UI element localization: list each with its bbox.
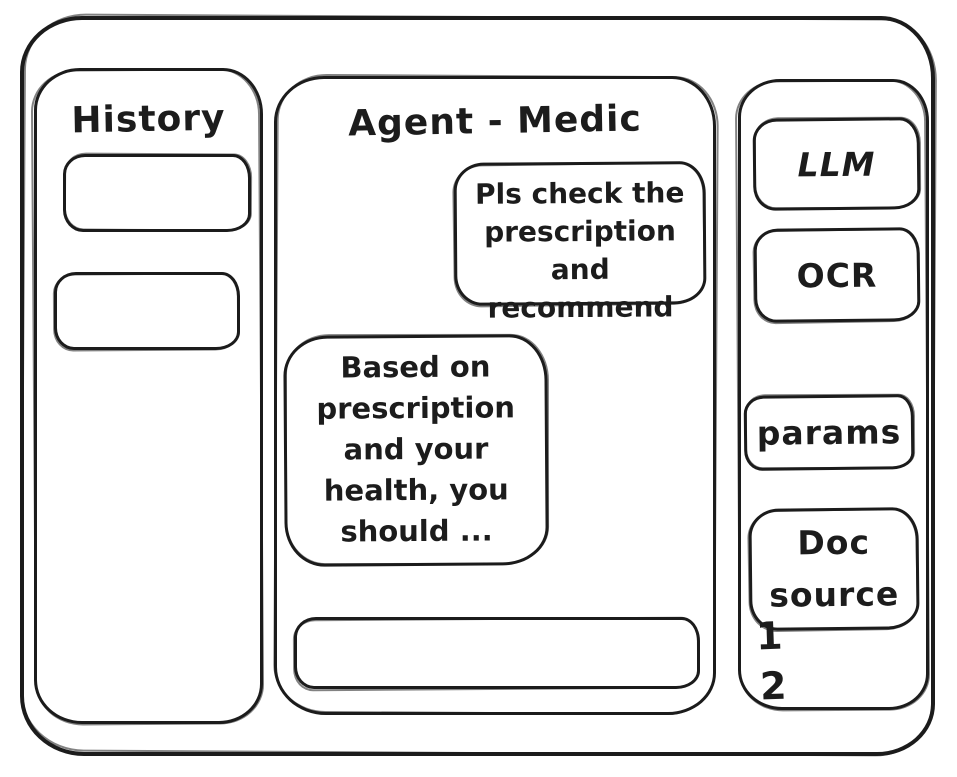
ocr-button[interactable]: OCR (753, 227, 921, 323)
user-message-bubble: Pls check the prescription and recommend (453, 161, 707, 325)
history-title: History (71, 97, 226, 142)
message-input[interactable] (294, 617, 700, 689)
params-button[interactable]: params (743, 394, 915, 471)
app-frame: History Agent - Medic Pls check the pres… (20, 16, 935, 756)
history-item[interactable] (54, 272, 240, 350)
tools-panel: LLM OCR params Doc source 1 2 (738, 79, 929, 710)
agent-message-bubble: Based on prescription and your health, y… (283, 334, 549, 567)
llm-button[interactable]: LLM (752, 117, 921, 211)
annotation-number-2: 2 (759, 663, 788, 709)
annotation-number-1: 1 (755, 613, 784, 659)
chat-panel: Agent - Medic Pls check the prescription… (274, 76, 716, 715)
doc-source-button[interactable]: Doc source (748, 507, 920, 631)
chat-title: Agent - Medic (347, 98, 643, 145)
history-item[interactable] (63, 154, 251, 232)
history-panel: History (34, 68, 263, 724)
